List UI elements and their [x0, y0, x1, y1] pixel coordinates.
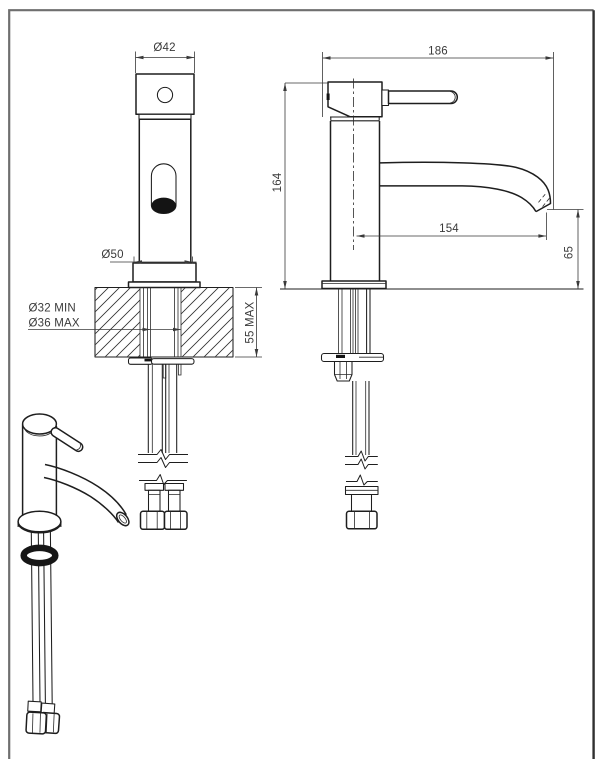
isometric-view — [17, 413, 130, 735]
dim-overall-width: 186 — [322, 46, 554, 210]
dim-mounting-hole: Ø32 MIN Ø36 MAX — [28, 303, 181, 332]
break-line — [138, 449, 188, 460]
washer-side — [320, 352, 385, 363]
cap-button-front — [156, 86, 174, 104]
dim-label-hole-max: Ø36 MAX — [29, 318, 80, 330]
deck-hatch-left — [95, 288, 140, 357]
lever-handle-iso — [50, 427, 84, 453]
break-line — [346, 474, 378, 486]
hex-nut — [163, 510, 188, 531]
dim-overall-height: 164 — [272, 82, 329, 289]
hex-nut — [345, 510, 378, 530]
dim-label-deck-thickness: 55 MAX — [245, 301, 257, 343]
dim-cap-diameter: Ø42 — [135, 42, 195, 73]
body-side — [329, 121, 381, 281]
gasket-ring-iso — [20, 544, 59, 567]
hose-connectors-front — [139, 474, 188, 531]
dim-label-spout-reach: 154 — [439, 223, 459, 235]
lever-handle-side — [387, 90, 459, 105]
frame-top-left-border — [8, 9, 594, 759]
dim-spout-height: 65 — [547, 209, 584, 289]
cap-top-iso — [21, 413, 58, 435]
washer-front — [127, 357, 195, 365]
hex-nut — [139, 510, 166, 531]
hose-connectors-iso — [25, 700, 61, 735]
break-line — [139, 474, 187, 485]
deck-hatch-right — [181, 288, 233, 357]
hose-connector-side — [344, 474, 379, 530]
break-line — [345, 450, 378, 462]
spout-bottom-edge — [379, 185, 537, 212]
supply-hoses-iso — [30, 530, 53, 706]
spout-iso-bottom — [43, 476, 120, 523]
set-screw — [326, 93, 330, 100]
handle-hub — [381, 89, 390, 107]
dim-label-cap-diameter: Ø42 — [153, 42, 175, 54]
mounting-deck-section — [94, 286, 234, 358]
dim-spout-reach: 154 — [356, 212, 547, 240]
dim-deck-thickness: 55 MAX — [235, 287, 262, 358]
dim-label-overall-width: 186 — [428, 46, 448, 58]
dim-label-spout-height: 65 — [564, 246, 576, 259]
supply-hoses-front — [138, 364, 188, 468]
spout-outlet-iso — [115, 511, 130, 527]
faucet-front-outline — [127, 73, 201, 289]
dim-label-base-diameter: Ø50 — [101, 249, 123, 261]
front-view: Ø42 Ø50 Ø32 MIN Ø36 MAX 55 MAX — [28, 42, 262, 531]
hex-nut — [25, 711, 48, 735]
base-flange-iso — [17, 510, 62, 533]
side-view: 186 164 154 65 — [272, 46, 584, 530]
faucet-side-outline — [321, 81, 552, 290]
spout-bore-front — [151, 197, 176, 214]
page-frame — [8, 9, 595, 759]
base-flange-side — [321, 280, 387, 290]
spout-opening-front — [150, 163, 177, 215]
mounting-nut-side — [333, 360, 353, 382]
cap-side — [327, 81, 383, 118]
dim-label-overall-height: 164 — [272, 172, 284, 192]
dim-label-hole-min: Ø32 MIN — [29, 303, 76, 315]
body-iso — [21, 424, 58, 519]
aerator-dashes — [537, 193, 550, 208]
supply-hose-side — [345, 381, 378, 470]
break-line — [138, 457, 188, 468]
break-line — [345, 458, 378, 470]
spout-iso-top — [44, 463, 127, 516]
spout-top-edge — [379, 161, 552, 213]
shank-hoses-side — [338, 289, 371, 354]
dim-base-diameter: Ø50 — [101, 249, 197, 264]
shank-through-deck — [139, 287, 182, 357]
